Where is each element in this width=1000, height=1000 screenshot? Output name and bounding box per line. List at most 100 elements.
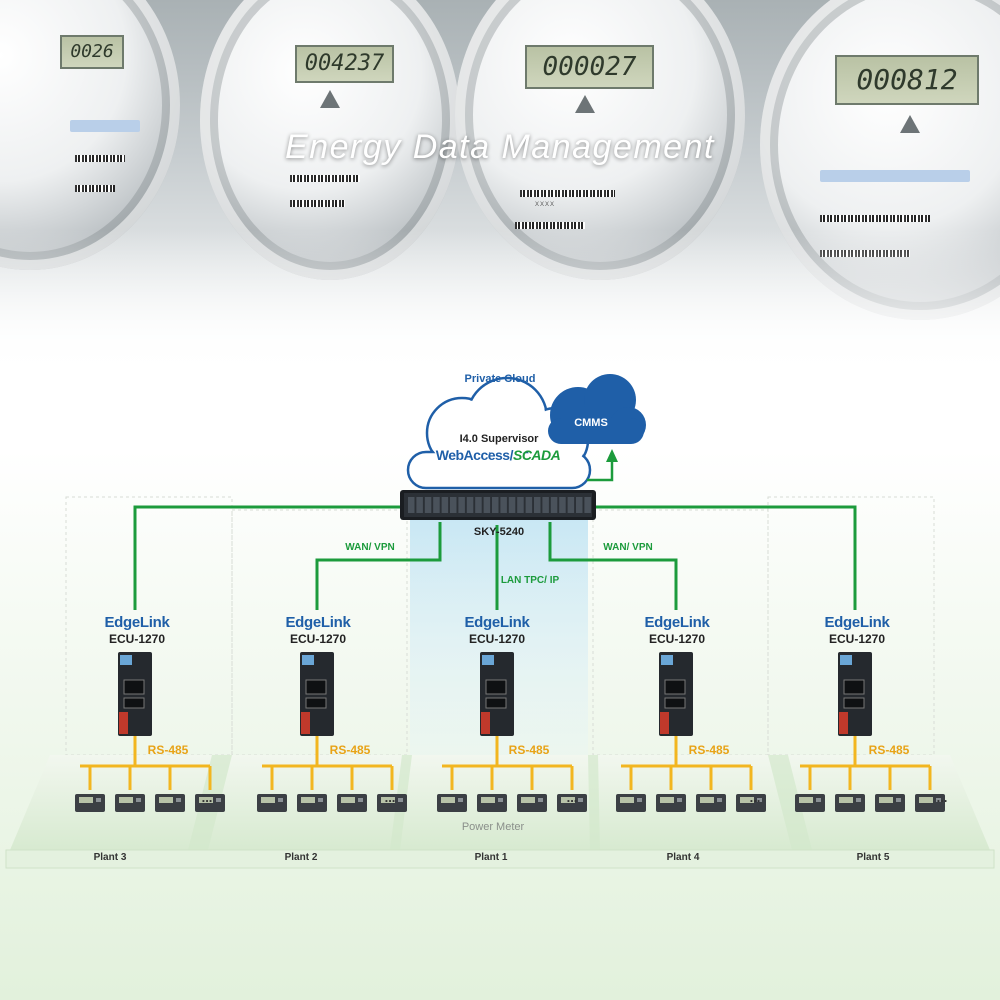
rs485-label: RS-485 [329, 743, 371, 757]
meter-lcd: 000812 [835, 55, 979, 105]
ecu-gateway-icon [838, 652, 872, 736]
power-meter-icon [337, 794, 367, 812]
gateway-brand: EdgeLink [644, 614, 710, 631]
lan-tcp-ip-label: LAN TPC/ IP [500, 575, 560, 586]
rs485-bus [442, 736, 574, 790]
gateway-model: ECU-1270 [828, 632, 886, 646]
more-meters-ellipsis: ... [566, 790, 578, 805]
rs485-bus [621, 736, 753, 790]
ecu-gateway-icon [300, 652, 334, 736]
ecu-gateway-icon [659, 652, 693, 736]
drive-bay [416, 497, 423, 513]
scada-text: SCADA [512, 447, 561, 463]
private-cloud-label: Private Cloud [464, 373, 536, 385]
drive-bay [492, 497, 499, 513]
power-meter-icon [795, 794, 825, 812]
meter-lcd: 004237 [295, 45, 394, 83]
drive-bay [567, 497, 575, 513]
meter-pointer-icon [900, 115, 920, 133]
gateway-model: ECU-1270 [108, 632, 166, 646]
drive-bay [584, 497, 591, 513]
meter-lcd: 000027 [525, 45, 654, 89]
power-meter-icon [75, 794, 105, 812]
drive-bay [475, 497, 482, 513]
rs485-label: RS-485 [147, 743, 189, 757]
power-meter-icon [257, 794, 287, 812]
power-meter-icon [477, 794, 507, 812]
drive-bay [542, 497, 549, 513]
drive-bay [466, 497, 474, 513]
drive-bay [408, 497, 415, 513]
gateway-brand: EdgeLink [824, 614, 890, 631]
ecu-gateway-icon [118, 652, 152, 736]
plant-label: Plant 2 [284, 852, 318, 863]
drive-bay [458, 497, 465, 513]
plant-label: Plant 1 [474, 852, 508, 863]
power-meter-label: Power Meter [461, 821, 525, 833]
plant-label-strip [5, 849, 995, 869]
gateway-model: ECU-1270 [468, 632, 526, 646]
rs485-bus [800, 736, 932, 790]
drive-bay [576, 497, 583, 513]
more-meters-ellipsis: ... [749, 790, 761, 805]
more-meters-ellipsis: ... [201, 790, 213, 805]
ecu-gateway-icon [480, 652, 514, 736]
power-meter-icon [915, 794, 945, 812]
meter-pointer-icon [320, 90, 340, 108]
drive-bay [500, 497, 507, 513]
rs485-label: RS-485 [868, 743, 910, 757]
drive-bay [550, 497, 558, 513]
power-meter-icon [195, 794, 225, 812]
gateway-brand: EdgeLink [285, 614, 351, 631]
power-meter-icon [297, 794, 327, 812]
gateway-brand: EdgeLink [464, 614, 530, 631]
power-meter-icon [835, 794, 865, 812]
webaccess-text: WebAccess/ [435, 447, 514, 463]
more-meters-ellipsis: ... [384, 790, 396, 805]
drive-bay [525, 497, 533, 513]
arrow-up-icon [587, 449, 618, 482]
network-links [133, 505, 857, 610]
power-meter-icon [115, 794, 145, 812]
supervisor-label: I4.0 Supervisor [459, 433, 539, 445]
power-meter-icon [377, 794, 407, 812]
rs485-label: RS-485 [508, 743, 550, 757]
webaccess-scada-logo: WebAccess/SCADA [436, 447, 561, 463]
power-meter-icon [656, 794, 686, 812]
cmms-cloud-icon [548, 374, 646, 444]
power-meter-icon [557, 794, 587, 812]
power-meter-icon [437, 794, 467, 812]
drive-bay [559, 497, 566, 513]
power-meter-icon [736, 794, 766, 812]
power-meter-icon [155, 794, 185, 812]
power-meter-icon [517, 794, 547, 812]
plant-label: Plant 4 [666, 852, 700, 863]
meter-pointer-icon [575, 95, 595, 113]
gateway-model: ECU-1270 [289, 632, 347, 646]
rs485-label: RS-485 [688, 743, 730, 757]
drive-bay [534, 497, 541, 513]
wan-vpn-right-label: WAN/ VPN [603, 542, 653, 553]
drive-bay [517, 497, 524, 513]
more-meters-ellipsis: ... [936, 790, 948, 805]
rs485-bus [80, 736, 212, 790]
gateway-brand: EdgeLink [104, 614, 170, 631]
drive-bay [450, 497, 457, 513]
hero-banner: 0026 004237 000027 XXXX 000812 Energy Da… [0, 0, 1000, 380]
server-model-label: SKY-5240 [473, 526, 525, 538]
plant-label: Plant 3 [93, 852, 127, 863]
drive-bay [441, 497, 449, 513]
drive-bay [433, 497, 440, 513]
cmms-label: CMMS [574, 417, 608, 429]
plant-label: Plant 5 [856, 852, 890, 863]
wan-vpn-left-label: WAN/ VPN [345, 542, 395, 553]
drive-bay [424, 497, 432, 513]
meter-photo-1: 0026 [0, 0, 180, 270]
power-meter-icon [616, 794, 646, 812]
drive-bay [508, 497, 516, 513]
private-cloud-icon [406, 376, 592, 490]
meter-lcd: 0026 [60, 35, 124, 69]
gateway-model: ECU-1270 [648, 632, 706, 646]
server-icon [400, 490, 596, 520]
